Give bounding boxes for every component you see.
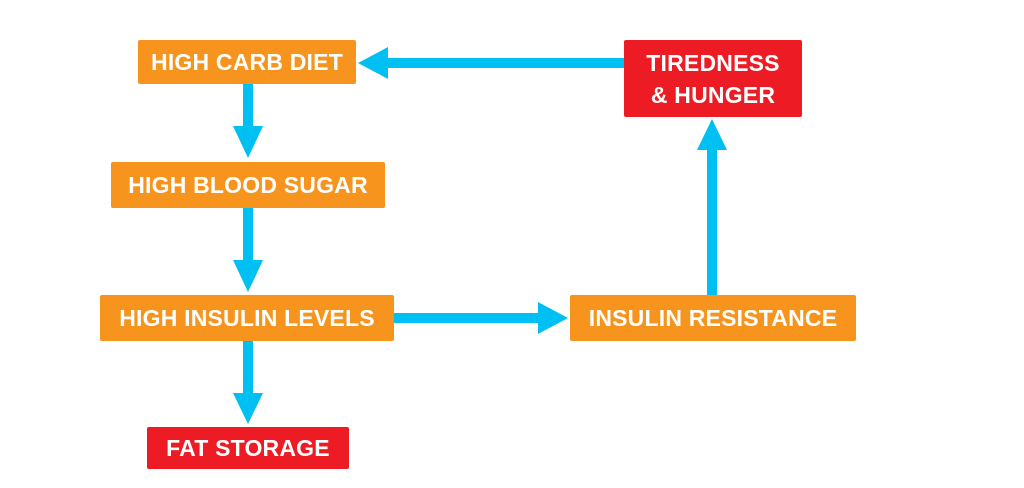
node-label: TIREDNESS & HUNGER	[646, 49, 780, 108]
node-high-blood-sugar: HIGH BLOOD SUGAR	[111, 162, 385, 208]
node-label: HIGH INSULIN LEVELS	[119, 305, 375, 331]
node-label: HIGH CARB DIET	[151, 49, 343, 75]
arrow-insulin-levels-to-fat-storage	[233, 341, 263, 424]
arrow-blood-sugar-to-insulin-levels	[233, 208, 263, 292]
node-insulin-resistance: INSULIN RESISTANCE	[570, 295, 856, 341]
node-label: HIGH BLOOD SUGAR	[128, 172, 368, 198]
node-tiredness-hunger: TIREDNESS & HUNGER	[624, 40, 802, 117]
arrow-insulin-levels-to-resistance	[394, 302, 568, 334]
node-label: FAT STORAGE	[166, 435, 330, 461]
node-fat-storage: FAT STORAGE	[147, 427, 349, 469]
arrow-carb-to-blood-sugar	[233, 84, 263, 158]
node-high-insulin-levels: HIGH INSULIN LEVELS	[100, 295, 394, 341]
node-label: INSULIN RESISTANCE	[588, 305, 838, 331]
arrow-resistance-to-tiredness	[697, 119, 727, 295]
node-high-carb-diet: HIGH CARB DIET	[138, 40, 356, 84]
arrow-tiredness-to-carb-diet	[358, 47, 624, 79]
